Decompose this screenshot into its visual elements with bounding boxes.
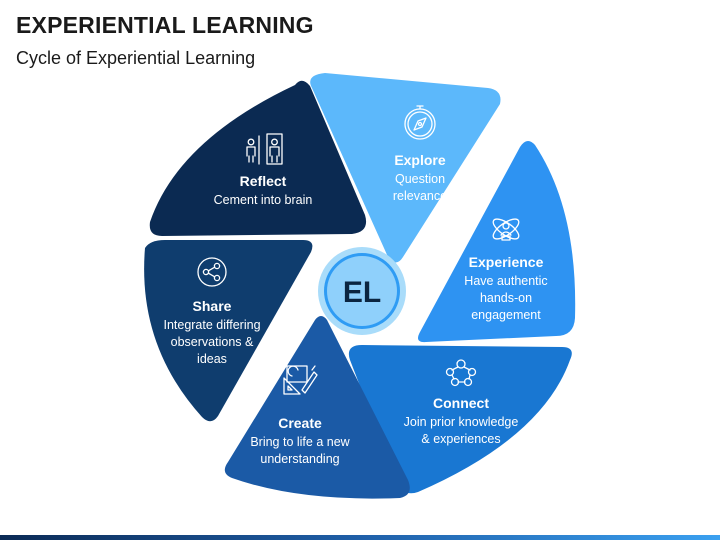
segment-reflect-title: Reflect xyxy=(240,173,287,189)
segment-experience-title: Experience xyxy=(469,254,544,270)
segment-share-title: Share xyxy=(193,298,232,314)
segment-experience-desc-line: engagement xyxy=(471,308,541,322)
segment-share-desc-line: ideas xyxy=(197,352,227,366)
segment-create-desc-line: Bring to life a new xyxy=(250,435,350,449)
segment-connect-desc-line: Join prior knowledge xyxy=(404,415,519,429)
segment-connect-shape xyxy=(348,345,572,494)
atom-person-icon xyxy=(492,218,520,241)
mirror-person-icon xyxy=(246,133,283,165)
segment-create-title: Create xyxy=(278,415,322,431)
segment-connect-desc-line: & experiences xyxy=(421,432,500,446)
network-icon xyxy=(445,359,477,387)
segment-share-desc-line: Integrate differing xyxy=(163,318,260,332)
slide-title: EXPERIENTIAL LEARNING xyxy=(16,12,314,38)
center-label: EL xyxy=(343,276,381,309)
segment-experience-desc-line: hands-on xyxy=(480,291,532,305)
segment-experience-shape xyxy=(418,140,576,343)
compass-icon xyxy=(404,105,436,140)
segment-reflect-shape xyxy=(149,80,367,236)
slide-subtitle: Cycle of Experiential Learning xyxy=(16,48,256,68)
segment-experience-desc-line: Have authentic xyxy=(464,274,547,288)
segment-create-shape xyxy=(224,316,410,499)
drafting-tools-icon xyxy=(283,365,318,395)
segment-explore-title: Explore xyxy=(394,152,446,168)
segment-share-desc-line: observations & xyxy=(171,335,254,349)
segment-explore-desc-line: Question xyxy=(395,172,445,186)
segment-explore-desc-line: relevance xyxy=(393,189,447,203)
share-icon xyxy=(197,257,227,287)
center-badge-fill xyxy=(327,256,397,326)
segment-share-shape xyxy=(144,240,313,422)
segment-create-desc-line: understanding xyxy=(260,452,339,466)
segment-reflect-desc-line: Cement into brain xyxy=(214,193,313,207)
segment-explore-shape xyxy=(310,73,501,263)
segment-connect-title: Connect xyxy=(433,395,489,411)
center-badge: EL xyxy=(318,247,406,335)
bottom-accent-bar xyxy=(0,535,720,540)
